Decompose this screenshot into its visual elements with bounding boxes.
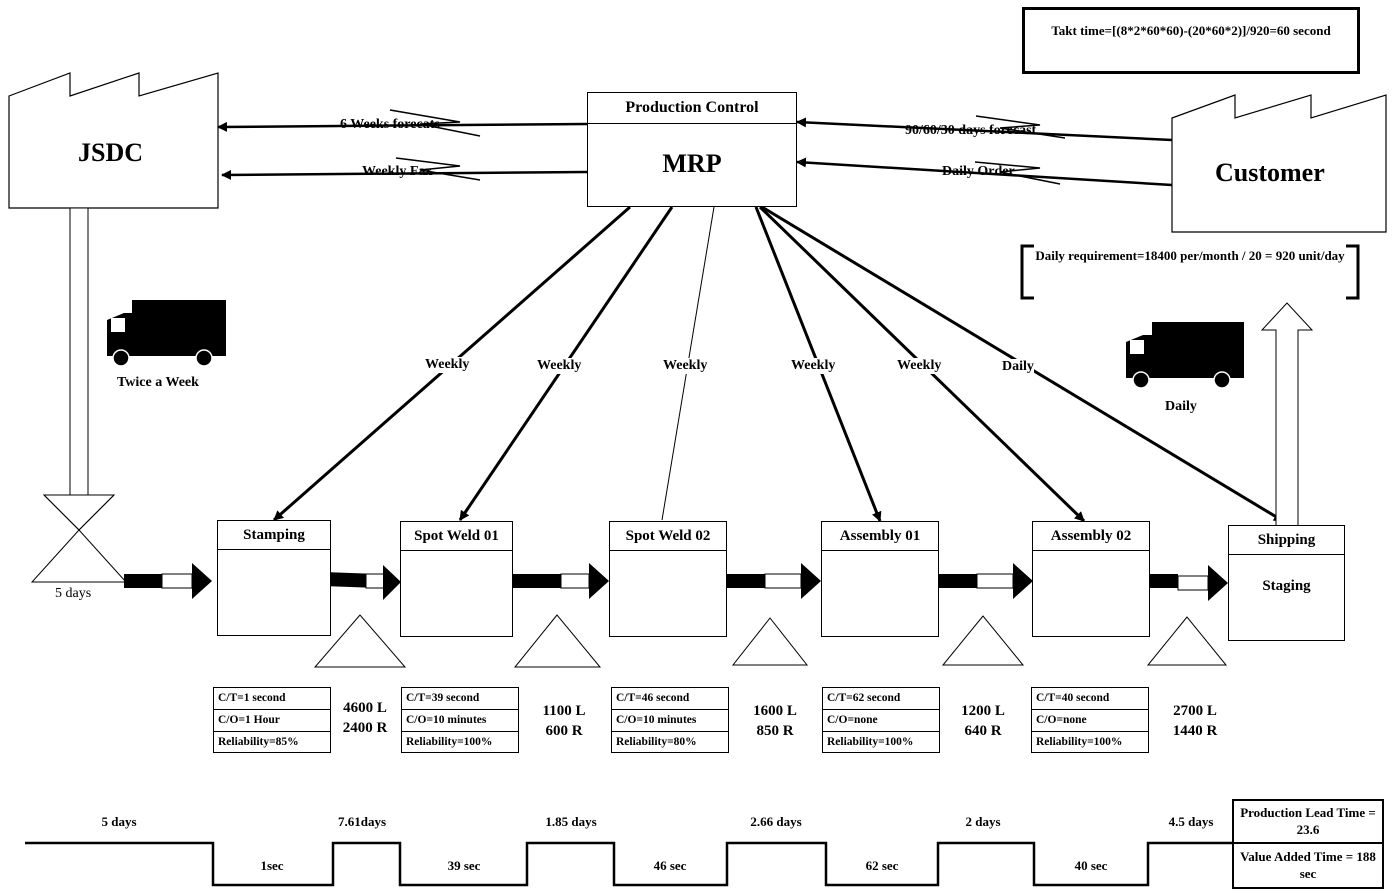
production-lead-time: Production Lead Time = 23.6: [1234, 801, 1382, 844]
process-time-3: 62 sec: [865, 858, 899, 873]
cycle-time: C/T=40 second: [1032, 688, 1148, 710]
process-time-0: 1sec: [260, 858, 284, 873]
supplier-truck-icon: [107, 300, 226, 367]
inventory-right: 850 R: [756, 723, 794, 739]
cycle-time: C/T=62 second: [823, 688, 939, 710]
reliability: Reliability=100%: [406, 736, 493, 748]
inventory-assembly-02: 2700 L 1440 R: [1160, 701, 1230, 741]
schedule-label-assembly-01: Weekly: [791, 358, 836, 374]
raw-inventory-icon: [30, 494, 128, 583]
inventory-left: 1200 L: [961, 703, 1005, 719]
order-from-customer-label: Daily Order: [942, 164, 1015, 179]
lead-time-summary: Production Lead Time = 23.6 Value Added …: [1232, 799, 1384, 889]
changeover-time: C/O=none: [823, 710, 939, 732]
cycle-time: C/T=39 second: [402, 688, 518, 710]
customer-truck-icon: [1126, 322, 1244, 389]
inventory-spot-weld-02: 1600 L 850 R: [740, 701, 810, 741]
supplier-truck-label: Twice a Week: [117, 375, 199, 390]
cycle-time: C/T=1 second: [214, 688, 330, 710]
inventory-left: 4600 L: [343, 700, 387, 716]
process-time-1: 39 sec: [447, 858, 481, 873]
inventory-right: 640 R: [964, 723, 1002, 739]
process-box-assembly-01: Assembly 01: [821, 521, 939, 637]
wait-time-2: 1.85 days: [545, 814, 597, 829]
value-added-time: Value Added Time = 188 sec: [1240, 849, 1376, 881]
cycle-time: C/T=46 second: [612, 688, 728, 710]
takt-time-box: Takt time=[(8*2*60*60)-(20*60*2)]/920=60…: [1022, 7, 1360, 74]
push-arrows: [124, 563, 1228, 601]
changeover-time: C/O=1 Hour: [214, 710, 330, 732]
schedule-label-spot-weld-01: Weekly: [537, 358, 582, 374]
process-box-stamping: Stamping: [217, 520, 331, 636]
process-title: Shipping: [1229, 526, 1344, 555]
customer-shipment-arrow: [1260, 302, 1314, 529]
process-box-spot-weld-01: Spot Weld 01: [400, 521, 513, 637]
inventory-left: 1600 L: [753, 703, 797, 719]
reliability: Reliability=80%: [616, 736, 697, 748]
forecast-from-customer-label: 90/60/30 days forecast: [905, 123, 1037, 138]
production-control-box: Production Control MRP: [587, 92, 797, 207]
data-box-assembly-01: C/T=62 second C/O=none Reliability=100%: [822, 687, 940, 753]
inventory-assembly-01: 1200 L 640 R: [948, 701, 1018, 741]
takt-time-text: Takt time=[(8*2*60*60)-(20*60*2)]/920=60…: [1051, 23, 1331, 38]
schedule-label-assembly-02: Weekly: [897, 358, 942, 374]
daily-requirement-text: Daily requirement=18400 per/month / 20 =…: [1035, 248, 1345, 263]
schedule-label-spot-weld-02: Weekly: [663, 358, 708, 374]
supplier-shipment-arrow: [42, 207, 116, 531]
process-title: Spot Weld 01: [401, 522, 512, 551]
process-title: Spot Weld 02: [610, 522, 726, 551]
wait-time-1: 7.61days: [337, 814, 387, 829]
forecast-to-supplier-label: 6 Weeks forecats: [340, 117, 440, 132]
changeover-time: C/O=none: [1032, 710, 1148, 732]
process-title: Stamping: [218, 521, 330, 550]
customer-truck-label: Daily: [1165, 399, 1197, 414]
inventory-stamping: 4600 L 2400 R: [330, 698, 400, 738]
changeover-time: C/O=10 minutes: [402, 710, 518, 732]
inventory-right: 1440 R: [1172, 723, 1218, 739]
shipping-staging-label: Staging: [1262, 578, 1311, 594]
inventory-spot-weld-01: 1100 L 600 R: [529, 701, 599, 741]
process-box-assembly-02: Assembly 02: [1032, 521, 1150, 637]
info-flow-arrows: [217, 117, 1173, 187]
process-title: Assembly 02: [1033, 522, 1149, 551]
process-box-shipping: Shipping Staging: [1228, 525, 1345, 641]
reliability: Reliability=100%: [1036, 736, 1123, 748]
electronic-flow-flags: [389, 109, 1066, 185]
inventory-left: 2700 L: [1173, 703, 1217, 719]
production-control-title: Production Control: [588, 93, 796, 124]
data-box-spot-weld-01: C/T=39 second C/O=10 minutes Reliability…: [401, 687, 519, 753]
wait-time-3: 2.66 days: [750, 814, 802, 829]
requirement-brackets: [1020, 244, 1360, 300]
raw-inventory-label: 5 days: [55, 586, 92, 601]
fax-to-supplier-label: Weekly Fax: [362, 164, 433, 179]
wait-time-5: 4.5 days: [1168, 814, 1214, 829]
inventory-right: 600 R: [545, 723, 583, 739]
supplier-name: JSDC: [78, 138, 144, 167]
data-box-assembly-02: C/T=40 second C/O=none Reliability=100%: [1031, 687, 1149, 753]
timeline-ladder: [25, 841, 1232, 887]
reliability: Reliability=85%: [218, 736, 299, 748]
mrp-label: MRP: [662, 149, 722, 178]
process-box-spot-weld-02: Spot Weld 02: [609, 521, 727, 637]
changeover-time: C/O=10 minutes: [612, 710, 728, 732]
customer-factory-icon: [1171, 94, 1387, 233]
process-title: Assembly 01: [822, 522, 938, 551]
schedule-label-stamping: Weekly: [425, 357, 470, 373]
wait-time-0: 5 days: [101, 814, 137, 829]
reliability: Reliability=100%: [827, 736, 914, 748]
process-time-2: 46 sec: [653, 858, 687, 873]
inventory-triangles: [313, 614, 1228, 668]
customer-name: Customer: [1215, 158, 1325, 187]
inventory-left: 1100 L: [542, 703, 586, 719]
schedule-label-shipping: Daily: [1002, 359, 1034, 375]
wait-time-4: 2 days: [965, 814, 1001, 829]
inventory-right: 2400 R: [342, 720, 388, 736]
process-time-4: 40 sec: [1074, 858, 1108, 873]
data-box-stamping: C/T=1 second C/O=1 Hour Reliability=85%: [213, 687, 331, 753]
data-box-spot-weld-02: C/T=46 second C/O=10 minutes Reliability…: [611, 687, 729, 753]
